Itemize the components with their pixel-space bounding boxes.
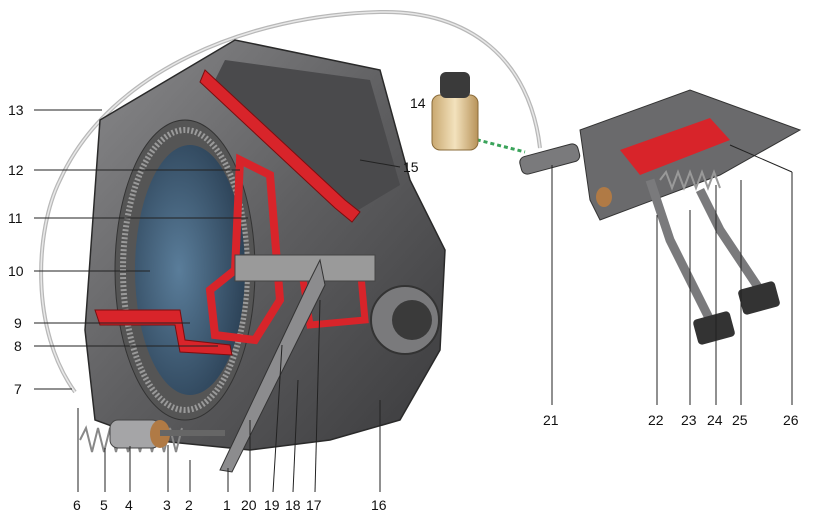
label-23: 23 [681,412,697,428]
label-9: 9 [14,315,22,331]
label-19: 19 [264,497,280,513]
label-11: 11 [8,210,23,226]
label-13: 13 [8,102,24,118]
label-16: 16 [371,497,387,513]
release-fork [219,258,326,473]
label-3: 3 [163,497,171,513]
label-12: 12 [8,162,24,178]
label-20: 20 [241,497,257,513]
label-7: 7 [14,381,22,397]
label-22: 22 [648,412,664,428]
label-14: 14 [410,95,426,111]
label-21: 21 [543,412,559,428]
connecting-hose [469,136,526,154]
leader-lines [34,109,793,493]
fluid-reservoir [431,72,479,151]
label-5: 5 [100,497,108,513]
label-25: 25 [732,412,748,428]
label-8: 8 [14,338,22,354]
label-17: 17 [306,497,322,513]
label-2: 2 [185,497,193,513]
label-10: 10 [8,263,24,279]
label-24: 24 [707,412,723,428]
label-18: 18 [285,497,301,513]
label-26: 26 [783,412,799,428]
label-15: 15 [403,159,419,175]
label-4: 4 [125,497,133,513]
cutaway-sections [94,69,369,356]
pedal-assembly [519,89,802,345]
label-1: 1 [223,497,231,513]
input-shaft [234,254,376,282]
label-6: 6 [73,497,81,513]
